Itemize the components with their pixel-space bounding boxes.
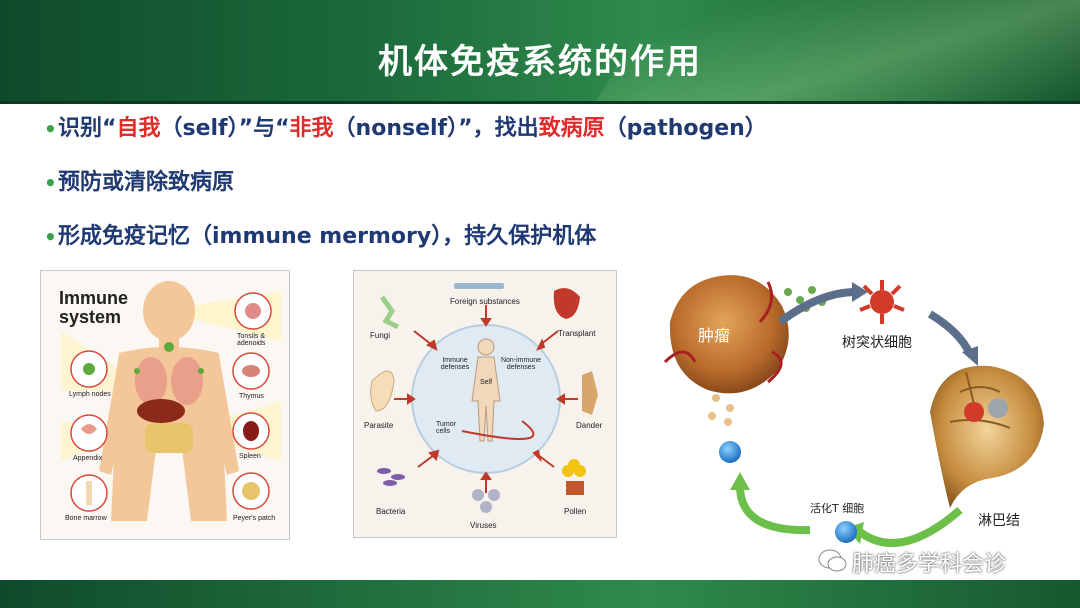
label-nonimmune-defenses: Non-immune defenses <box>500 357 542 371</box>
label-self: Self <box>480 379 493 386</box>
bullet-list: • 识别“自我（self）”与“非我（nonself）”，找出致病原（patho… <box>44 114 767 276</box>
label-appendix: Appendix <box>73 455 103 462</box>
self-nonself-illustration <box>354 271 616 537</box>
label-dendritic-cell: 树突状细胞 <box>842 335 912 351</box>
label-dander: Dander <box>576 421 603 430</box>
bullet-item-prevent: • 预防或清除致病原 <box>44 168 767 222</box>
label-lymph-nodes: Lymph nodes <box>69 391 111 398</box>
highlight-pathogen: 致病原 <box>538 116 605 141</box>
label-fungi: Fungi <box>370 331 391 340</box>
highlight-nonself: 非我 <box>289 116 334 141</box>
label-viruses: Viruses <box>470 521 497 530</box>
wechat-icon <box>818 549 847 572</box>
immune-system-illustration <box>41 271 289 539</box>
label-bacteria: Bacteria <box>376 507 406 516</box>
label-pollen: Pollen <box>564 507 587 516</box>
label-immune-defenses: Immune defenses <box>440 357 470 371</box>
slide-title: 机体免疫系统的作用 <box>378 42 702 82</box>
bullet-item-recognize: • 识别“自我（self）”与“非我（nonself）”，找出致病原（patho… <box>44 114 767 168</box>
label-bone-marrow: Bone marrow <box>65 515 107 522</box>
bullet-item-memory: • 形成免疫记忆（immune mermory），持久保护机体 <box>44 222 767 276</box>
bullet-dot-icon: • <box>44 171 57 195</box>
label-spleen: Spleen <box>239 453 261 460</box>
label-peyers-patch: Peyer's patch <box>233 515 276 522</box>
tumor-immunity-cycle-figure: 肿瘤 树突状细胞 活化T 细胞 淋巴结 <box>660 262 1080 580</box>
footer-bar <box>0 580 1080 608</box>
label-activated-t-cell: 活化T 细胞 <box>810 502 865 515</box>
label-tonsils: Tonsils & adenoids <box>237 333 266 347</box>
bullet-dot-icon: • <box>44 225 57 249</box>
label-transplant: Transplant <box>558 329 596 338</box>
immunity-cycle-illustration <box>663 275 1044 547</box>
label-tumor-cells: Tumor cells <box>436 421 456 435</box>
label-foreign-substances: Foreign substances <box>450 297 520 306</box>
label-lymph-node: 淋巴结 <box>978 513 1020 529</box>
self-nonself-figure: Foreign substances Fungi Transplant Immu… <box>353 270 617 538</box>
label-parasite: Parasite <box>364 421 394 430</box>
label-thymus: Thymus <box>239 393 264 400</box>
watermark-text: 肺癌多学科会诊 <box>852 552 1007 577</box>
highlight-self: 自我 <box>116 116 161 141</box>
label-tumor: 肿瘤 <box>698 326 731 345</box>
bullet-dot-icon: • <box>44 117 57 141</box>
title-banner: 机体免疫系统的作用 <box>0 0 1080 104</box>
